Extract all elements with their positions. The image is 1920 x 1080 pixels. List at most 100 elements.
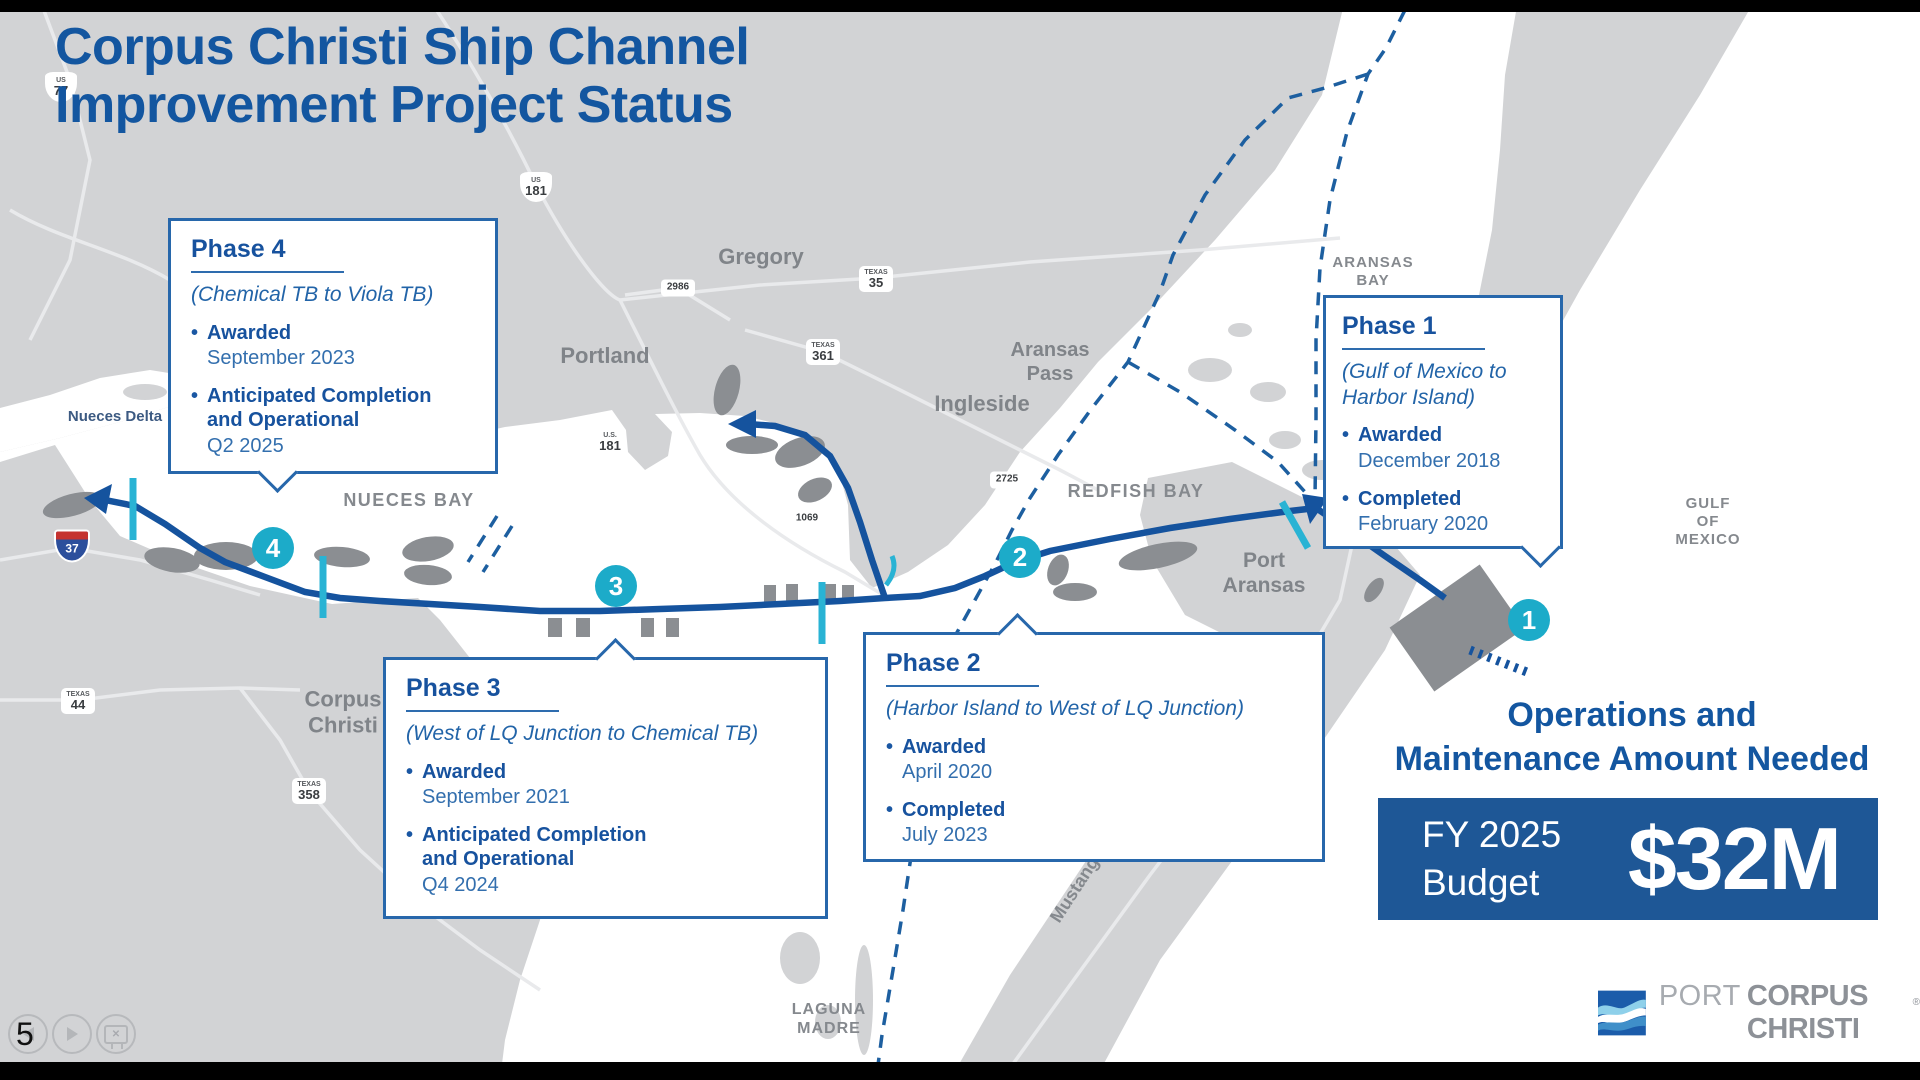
phase-1-marker: 1 <box>1508 599 1550 641</box>
slideshow-controls: ✕ 5 <box>0 1008 160 1062</box>
phase-4-title: Phase 4 <box>191 235 344 273</box>
bullet-label: Awarded <box>422 760 507 783</box>
bullet-value: February 2020 <box>1358 513 1489 535</box>
budget-value: $32M <box>1627 809 1842 908</box>
top-letterbox-bar <box>0 0 1920 12</box>
laguna-madre-water <box>700 878 925 1080</box>
shield-top: US <box>56 76 66 84</box>
map-label-corpus-christi: Corpus Christi <box>304 686 382 738</box>
shield-number: 1069 <box>795 512 819 524</box>
us-181-south-shield: U.S. 181 <box>594 427 626 457</box>
phase-4-marker: 4 <box>252 527 294 569</box>
logo-registered-mark: ® <box>1912 997 1920 1008</box>
port-logo-wave-icon <box>1598 990 1646 1036</box>
bullet-value: December 2018 <box>1358 449 1501 472</box>
play-icon <box>66 1027 78 1041</box>
slide-page-number: 5 <box>16 1016 34 1052</box>
bullet-value: April 2020 <box>902 761 993 783</box>
phase-1-bullet-completed: Completed February 2020 <box>1342 487 1544 537</box>
bullet-value: Q2 2025 <box>207 434 284 457</box>
phase-1-callout: Phase 1 (Gulf of Mexico to Harbor Island… <box>1323 295 1563 569</box>
phase-4-bullet-awarded: Awarded September 2023 <box>191 321 475 371</box>
shield-number: 361 <box>812 347 834 363</box>
phase-2-callout: Phase 2 (Harbor Island to West of LQ Jun… <box>863 612 1325 862</box>
map-label-aransas-bay: ARANSAS BAY <box>1332 254 1414 289</box>
bullet-label: Awarded <box>207 321 292 344</box>
shield-top: US <box>531 176 541 184</box>
next-slide-button[interactable] <box>52 1014 92 1054</box>
tx-358-shield: TEXAS 358 <box>292 778 326 804</box>
phase-boundary-ticks <box>129 478 1312 644</box>
bullet-value: July 2023 <box>902 824 988 847</box>
phase-3-title: Phase 3 <box>406 674 559 712</box>
map-label-laguna-madre: LAGUNA MADRE <box>791 1000 867 1037</box>
map-label-port-aransas: Port Aransas <box>1222 548 1306 597</box>
phase-2-bullet-awarded: Awarded April 2020 <box>886 735 1302 785</box>
phase-1-title: Phase 1 <box>1342 312 1485 350</box>
map-label-nueces-delta: Nueces Delta <box>67 408 163 425</box>
phase-3-subtitle: (West of LQ Junction to Chemical TB) <box>406 722 759 745</box>
phase-2-marker: 2 <box>999 536 1041 578</box>
shield-top: TEXAS <box>297 780 321 788</box>
map-label-ingleside: Ingleside <box>934 390 1030 416</box>
phase-2-subtitle: (Harbor Island to West of LQ Junction) <box>886 697 1244 720</box>
shield-number: 2725 <box>995 473 1019 485</box>
phase-3-bullet-awarded: Awarded September 2021 <box>406 760 805 810</box>
phase-3-bullet-completion: Anticipated Completion and Operational Q… <box>406 823 805 898</box>
dredge-placement-areas <box>42 364 1525 692</box>
phase-1-bullet-awarded: Awarded December 2018 <box>1342 423 1544 473</box>
port-logo-text: PORT CORPUS CHRISTI ® <box>1659 980 1920 1046</box>
operations-heading: Operations and Maintenance Amount Needed <box>1394 696 1870 778</box>
map-label-nueces-bay: NUECES BAY <box>343 490 475 511</box>
interstate-red-band <box>56 531 88 540</box>
previous-slide-button[interactable] <box>8 1014 48 1054</box>
end-slideshow-button[interactable]: ✕ <box>96 1014 136 1054</box>
shield-top: TEXAS <box>66 690 90 698</box>
map-label-redfish-bay: REDFISH BAY <box>1067 481 1205 502</box>
tx-35-shield: TEXAS 35 <box>859 266 893 292</box>
logo-word-port: PORT <box>1658 980 1741 1012</box>
map-label-aransas-pass: Aransas Pass <box>1010 339 1090 385</box>
shield-top: TEXAS <box>811 341 835 349</box>
shield-top: U.S. <box>603 431 617 439</box>
redfish-patches <box>1188 323 1342 480</box>
bullet-value: September 2021 <box>422 786 570 808</box>
phase-1-subtitle: (Gulf of Mexico to Harbor Island) <box>1342 360 1507 409</box>
map-label-portland: Portland <box>560 342 650 368</box>
bottom-letterbox-bar <box>0 1062 1920 1080</box>
shield-number: 44 <box>70 696 86 712</box>
shield-top: TEXAS <box>864 268 888 276</box>
map-label-gulf-of-mexico: GULF OF MEXICO <box>1675 495 1741 548</box>
end-slideshow-icon: ✕ <box>104 1024 128 1049</box>
phase-3-marker: 3 <box>595 565 637 607</box>
slide-title: Corpus Christi Ship Channel Improvement … <box>55 18 750 135</box>
shield-number: 181 <box>599 437 621 453</box>
previous-slide-icon <box>22 1027 34 1041</box>
phase-4-callout: Phase 4 (Chemical TB to Viola TB) Awarde… <box>168 218 498 494</box>
fm-1069-shield: 1069 <box>790 510 824 528</box>
channel-hatched-extension <box>1468 645 1534 679</box>
us-77-shield: US 77 <box>45 72 77 102</box>
phase-2-title: Phase 2 <box>886 649 1039 687</box>
tx-361-shield: TEXAS 361 <box>806 339 840 365</box>
intracoastal-dashed-routes <box>466 9 1407 1080</box>
map-label-gregory: Gregory <box>718 243 804 269</box>
budget-label: FY 2025 Budget <box>1422 813 1562 903</box>
budget-box: FY 2025 Budget $32M <box>1378 798 1878 920</box>
shield-number: 358 <box>298 786 320 802</box>
tx-44-shield: TEXAS 44 <box>61 688 95 714</box>
channel-west-arrow <box>84 484 112 514</box>
shield-number: 181 <box>525 182 547 198</box>
phase-4-subtitle: (Chemical TB to Viola TB) <box>191 283 434 306</box>
us-181-north-shield: US 181 <box>520 172 552 202</box>
laquinta-arrow <box>728 410 756 438</box>
shield-number: 35 <box>868 274 884 290</box>
fm-2725-shield: 2725 <box>990 471 1024 489</box>
phase-4-bullet-completion: Anticipated Completion and Operational Q… <box>191 384 475 459</box>
ship-channel <box>84 410 1534 679</box>
bullet-label: Awarded <box>1358 424 1443 447</box>
shield-number: 77 <box>53 82 69 98</box>
bullet-value: September 2023 <box>207 347 355 369</box>
bullet-label: Awarded <box>902 735 987 758</box>
